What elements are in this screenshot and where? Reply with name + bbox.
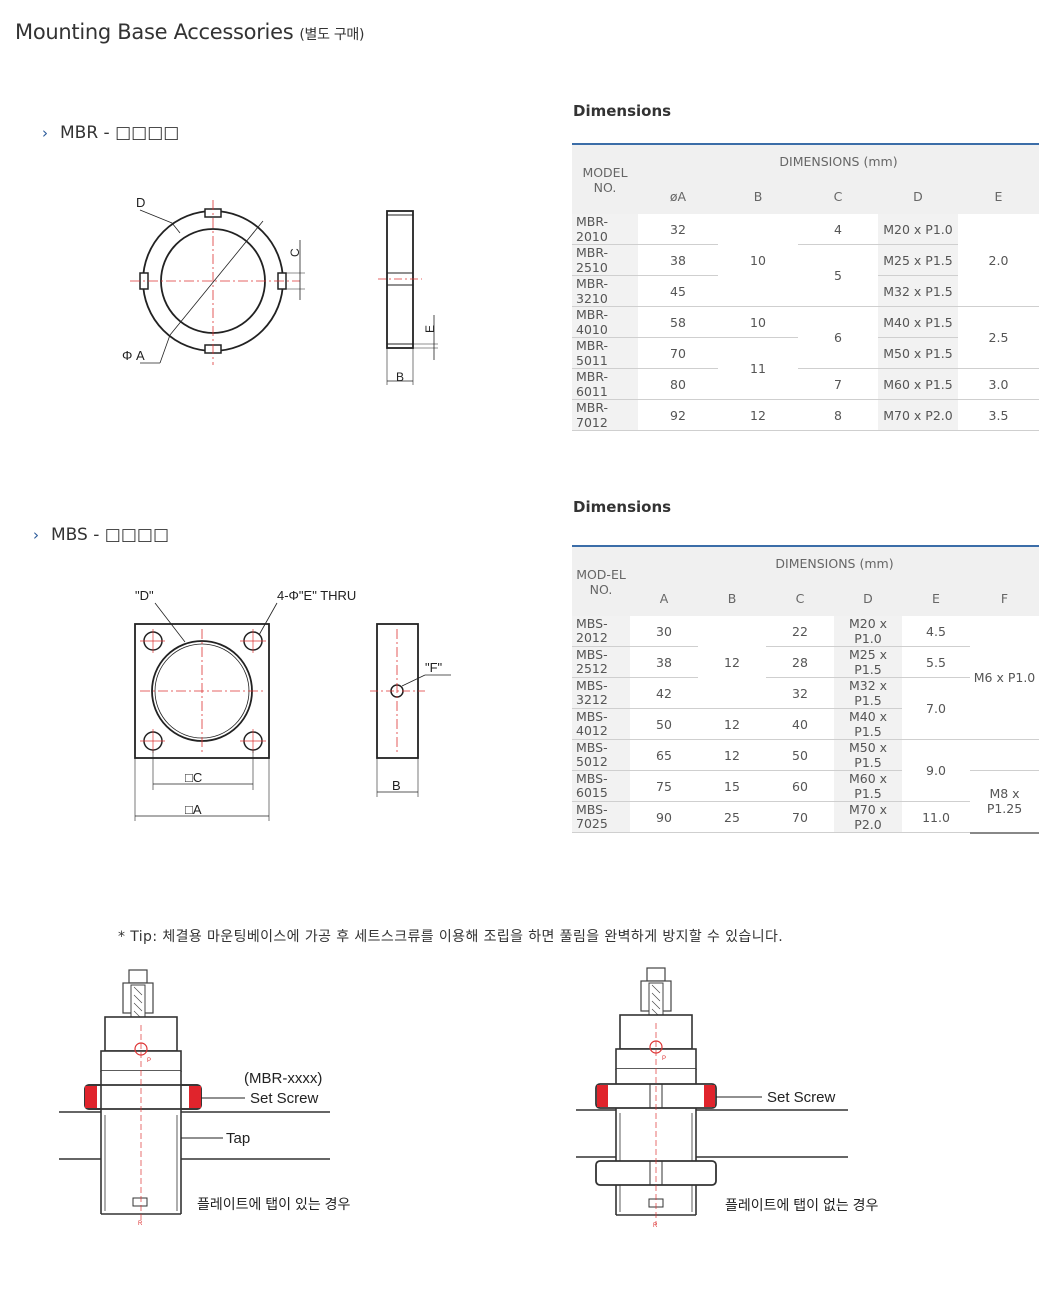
mbr-heading: › MBR - □□□□ xyxy=(42,123,179,143)
mbs-label-thru: 4-Φ"E" THRU xyxy=(277,588,356,603)
table-row: MBR-3210 45 M32 x P1.5 xyxy=(572,275,1039,307)
mbs-plate-front-view xyxy=(134,623,270,821)
mbr-col-e: E xyxy=(958,178,1039,214)
table-row: MBS-2512 38 28 M25 x P1.5 5.5 xyxy=(572,646,1039,678)
mbs-drawing: "D" 4-Φ"E" THRU □C □A B "F" xyxy=(134,588,451,821)
tip-right-caption: 플레이트에 탭이 없는 경우 xyxy=(725,1197,878,1213)
table-row: MBR-2510 38 5 M25 x P1.5 xyxy=(572,244,1039,307)
tip-text: * Tip: 체결용 마운팅베이스에 가공 후 세트스크류를 이용해 조립을 하… xyxy=(118,929,784,945)
table-row: MBS-4012 50 12 40 M40 x P1.5 xyxy=(572,708,1039,740)
mbs-dimensions-table: MOD-EL NO. DIMENSIONS (mm) A B C D E F M… xyxy=(572,545,1039,834)
tip-left-label-model: (MBR-xxxx) xyxy=(244,1070,322,1087)
mbr-col-c: C xyxy=(798,178,878,214)
mbr-dimensions-table: MODEL NO. DIMENSIONS (mm) øA B C D E MBR… xyxy=(572,143,1039,431)
mbs-col-e: E xyxy=(902,580,970,616)
tip-left-label-set-screw: Set Screw xyxy=(250,1090,319,1107)
table-row: MBS-6015 75 15 60 M60 x P1.5 M8 x P1.25 xyxy=(572,770,1039,834)
table-row: MBR-6011 80 7 M60 x P1.5 3.0 xyxy=(572,368,1039,400)
mbr-col-model: MODEL NO. xyxy=(572,143,638,214)
mbs-col-c: C xyxy=(766,580,834,616)
mbr-ring-side-view xyxy=(378,210,438,385)
mbs-heading: › MBS - □□□□ xyxy=(33,525,169,545)
page-title-text: Mounting Base Accessories xyxy=(15,20,294,44)
tip-left-diagram: P R (MBR-xxxx) Set Screw Tap 플레이트에 탭이 있는… xyxy=(59,969,350,1227)
mbr-label-b: B xyxy=(396,370,404,384)
tip-left-label-tap: Tap xyxy=(226,1130,250,1147)
mbs-label-b: B xyxy=(392,778,401,793)
tip-left-caption: 플레이트에 탭이 있는 경우 xyxy=(197,1196,350,1212)
table-row: MBR-4010 58 10 6 M40 x P1.5 2.5 xyxy=(572,306,1039,369)
mbr-drawing: D Φ A C B E xyxy=(122,195,438,385)
table-row: MBS-7025 90 25 70 M70 x P2.0 11.0 xyxy=(572,801,1039,833)
mbs-dimensions-label: Dimensions xyxy=(573,498,672,516)
table-row: MBR-2010 32 10 4 M20 x P1.0 2.0 xyxy=(572,214,1039,307)
page-title: Mounting Base Accessories (별도 구매) xyxy=(15,20,364,44)
mbs-plate-side-view xyxy=(370,623,451,797)
table-row: MBS-5012 65 12 50 M50 x P1.5 9.0 xyxy=(572,739,1039,802)
mbs-label-f: "F" xyxy=(425,660,443,675)
mbs-col-a: A xyxy=(630,580,698,616)
mbr-label-c: C xyxy=(288,248,302,257)
mbs-label-c: □C xyxy=(185,770,202,785)
mbr-label-e: E xyxy=(423,325,437,333)
mbs-heading-text: MBS - □□□□ xyxy=(51,525,170,545)
mbr-heading-text: MBR - □□□□ xyxy=(60,123,180,143)
mbs-col-model: MOD-EL NO. xyxy=(572,545,630,616)
mbr-col-dimensions: DIMENSIONS (mm) xyxy=(638,143,1039,178)
chevron-right-icon: › xyxy=(33,526,39,544)
tip-left-label-r: R xyxy=(138,1221,143,1227)
chevron-right-icon: › xyxy=(42,124,48,142)
mbr-col-d: D xyxy=(878,178,958,214)
tip-right-diagram: P R Set Screw 플레이트에 탭이 없는 경우 xyxy=(576,967,878,1229)
tip-right-label-r: R xyxy=(653,1223,658,1229)
table-row: MBR-7012 92 12 8 M70 x P2.0 3.5 xyxy=(572,399,1039,431)
table-row: MBS-3212 42 32 M32 x P1.5 7.0 xyxy=(572,677,1039,740)
tip-right-label-set-screw: Set Screw xyxy=(767,1089,836,1106)
mbr-col-a: øA xyxy=(638,178,718,214)
mbs-col-b: B xyxy=(698,580,766,616)
mbr-label-phi-a: Φ A xyxy=(122,348,145,363)
mbs-label-d: "D" xyxy=(135,588,154,603)
mbr-ring-front-view xyxy=(130,200,300,365)
mbr-dimensions-label: Dimensions xyxy=(573,102,672,120)
mbs-col-dimensions: DIMENSIONS (mm) xyxy=(630,545,1039,580)
mbs-col-f: F xyxy=(970,580,1039,616)
mbs-col-d: D xyxy=(834,580,902,616)
table-row: MBS-2012 30 12 22 M20 x P1.0 4.5 M6 x P1… xyxy=(572,616,1039,740)
page-subtitle: (별도 구매) xyxy=(299,27,365,43)
mbs-label-a: □A xyxy=(185,802,202,817)
table-row: MBR-5011 70 11 M50 x P1.5 xyxy=(572,337,1039,400)
mbr-col-b: B xyxy=(718,178,798,214)
tip-left-label-p: P xyxy=(147,1058,151,1064)
tip-right-label-p: P xyxy=(662,1056,666,1062)
mbr-label-d: D xyxy=(136,195,145,210)
